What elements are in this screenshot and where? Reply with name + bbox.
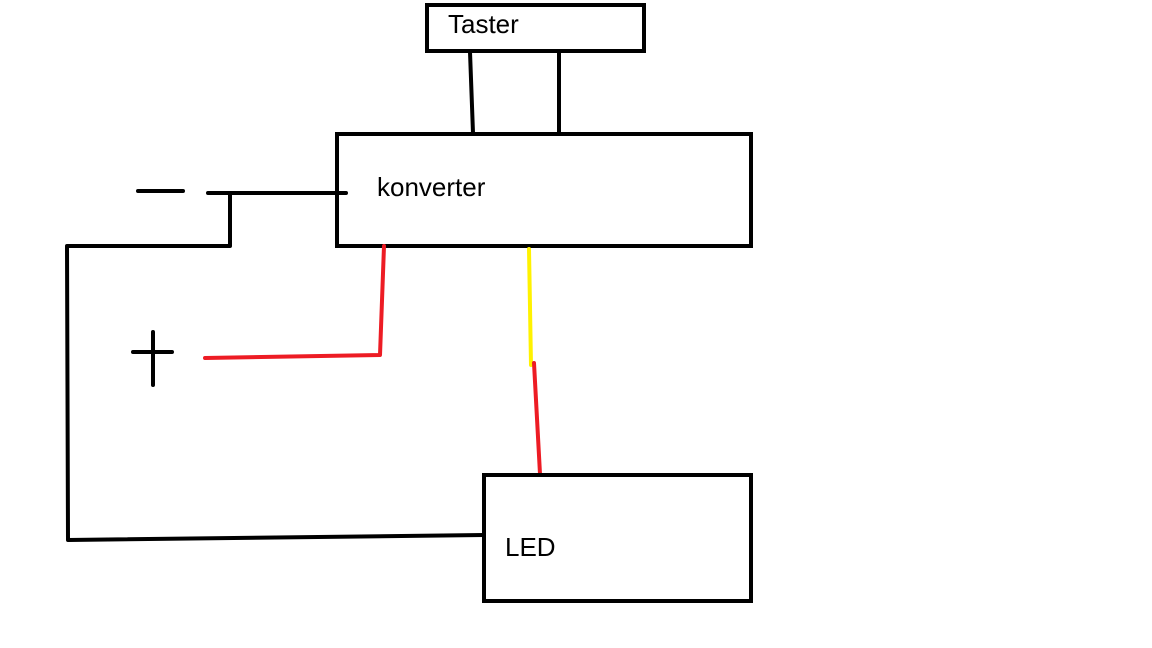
taster-label: Taster xyxy=(448,9,519,39)
negative-wire xyxy=(65,191,486,542)
taster-box xyxy=(425,3,646,53)
signal-wire-red xyxy=(532,361,542,476)
positive-wire xyxy=(203,244,386,360)
konverter-label: konverter xyxy=(377,172,486,202)
signal-wire-yellow xyxy=(527,247,533,367)
konverter-box xyxy=(335,132,753,248)
led-label: LED xyxy=(505,532,556,562)
led-box xyxy=(482,473,753,603)
taster-wire-left xyxy=(468,50,475,135)
plus-terminal-symbol xyxy=(131,330,174,387)
